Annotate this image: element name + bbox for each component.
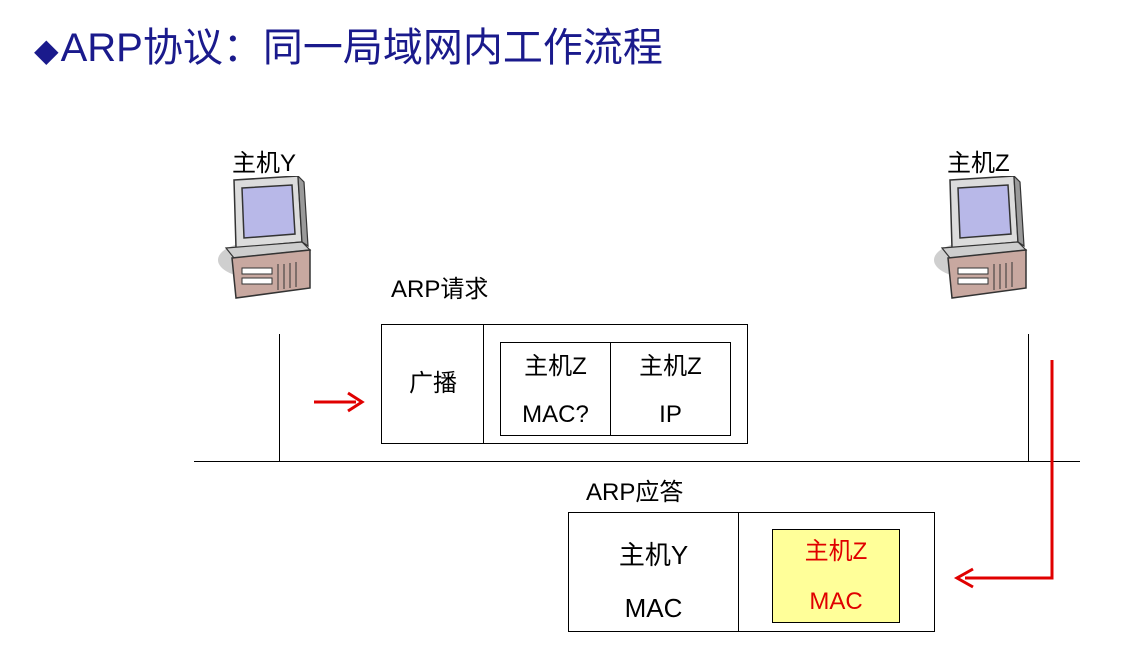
reply-arrow-icon — [953, 360, 1054, 589]
host-z-network-drop — [1028, 334, 1029, 462]
host-y-network-drop — [279, 334, 280, 462]
diamond-bullet-icon: ◆ — [34, 32, 59, 68]
target-ip-field-value: IP — [659, 401, 682, 428]
target-ip-field-host: 主机Z — [639, 353, 702, 380]
page-title-text: ARP协议：同一局域网内工作流程 — [60, 26, 663, 70]
lan-bus-line — [194, 461, 1080, 462]
sender-host-field: 主机Y — [618, 540, 689, 570]
request-arrow-icon — [314, 391, 365, 413]
page-title: ◆ARP协议：同一局域网内工作流程 — [34, 22, 663, 76]
arp-reply-divider — [738, 512, 739, 632]
host-y-label: 主机Y — [232, 150, 297, 177]
host-z-computer-icon — [934, 176, 1028, 299]
broadcast-field: 广播 — [409, 370, 457, 397]
host-z-label: 主机Z — [947, 150, 1010, 177]
target-mac-field-value: MAC? — [522, 401, 589, 428]
highlighted-mac-answer — [772, 529, 900, 623]
arp-request-divider — [483, 324, 484, 444]
arp-request-payload-divider — [610, 342, 611, 436]
arp-request-payload — [500, 342, 731, 436]
answer-mac-field: MAC — [809, 588, 863, 615]
host-y-computer-icon — [218, 176, 312, 299]
arp-request-label: ARP请求 — [391, 276, 489, 303]
answer-host-field: 主机Z — [804, 538, 868, 565]
target-mac-field-host: 主机Z — [524, 353, 587, 380]
arp-reply-label: ARP应答 — [586, 479, 684, 506]
sender-mac-field: MAC — [624, 593, 683, 623]
